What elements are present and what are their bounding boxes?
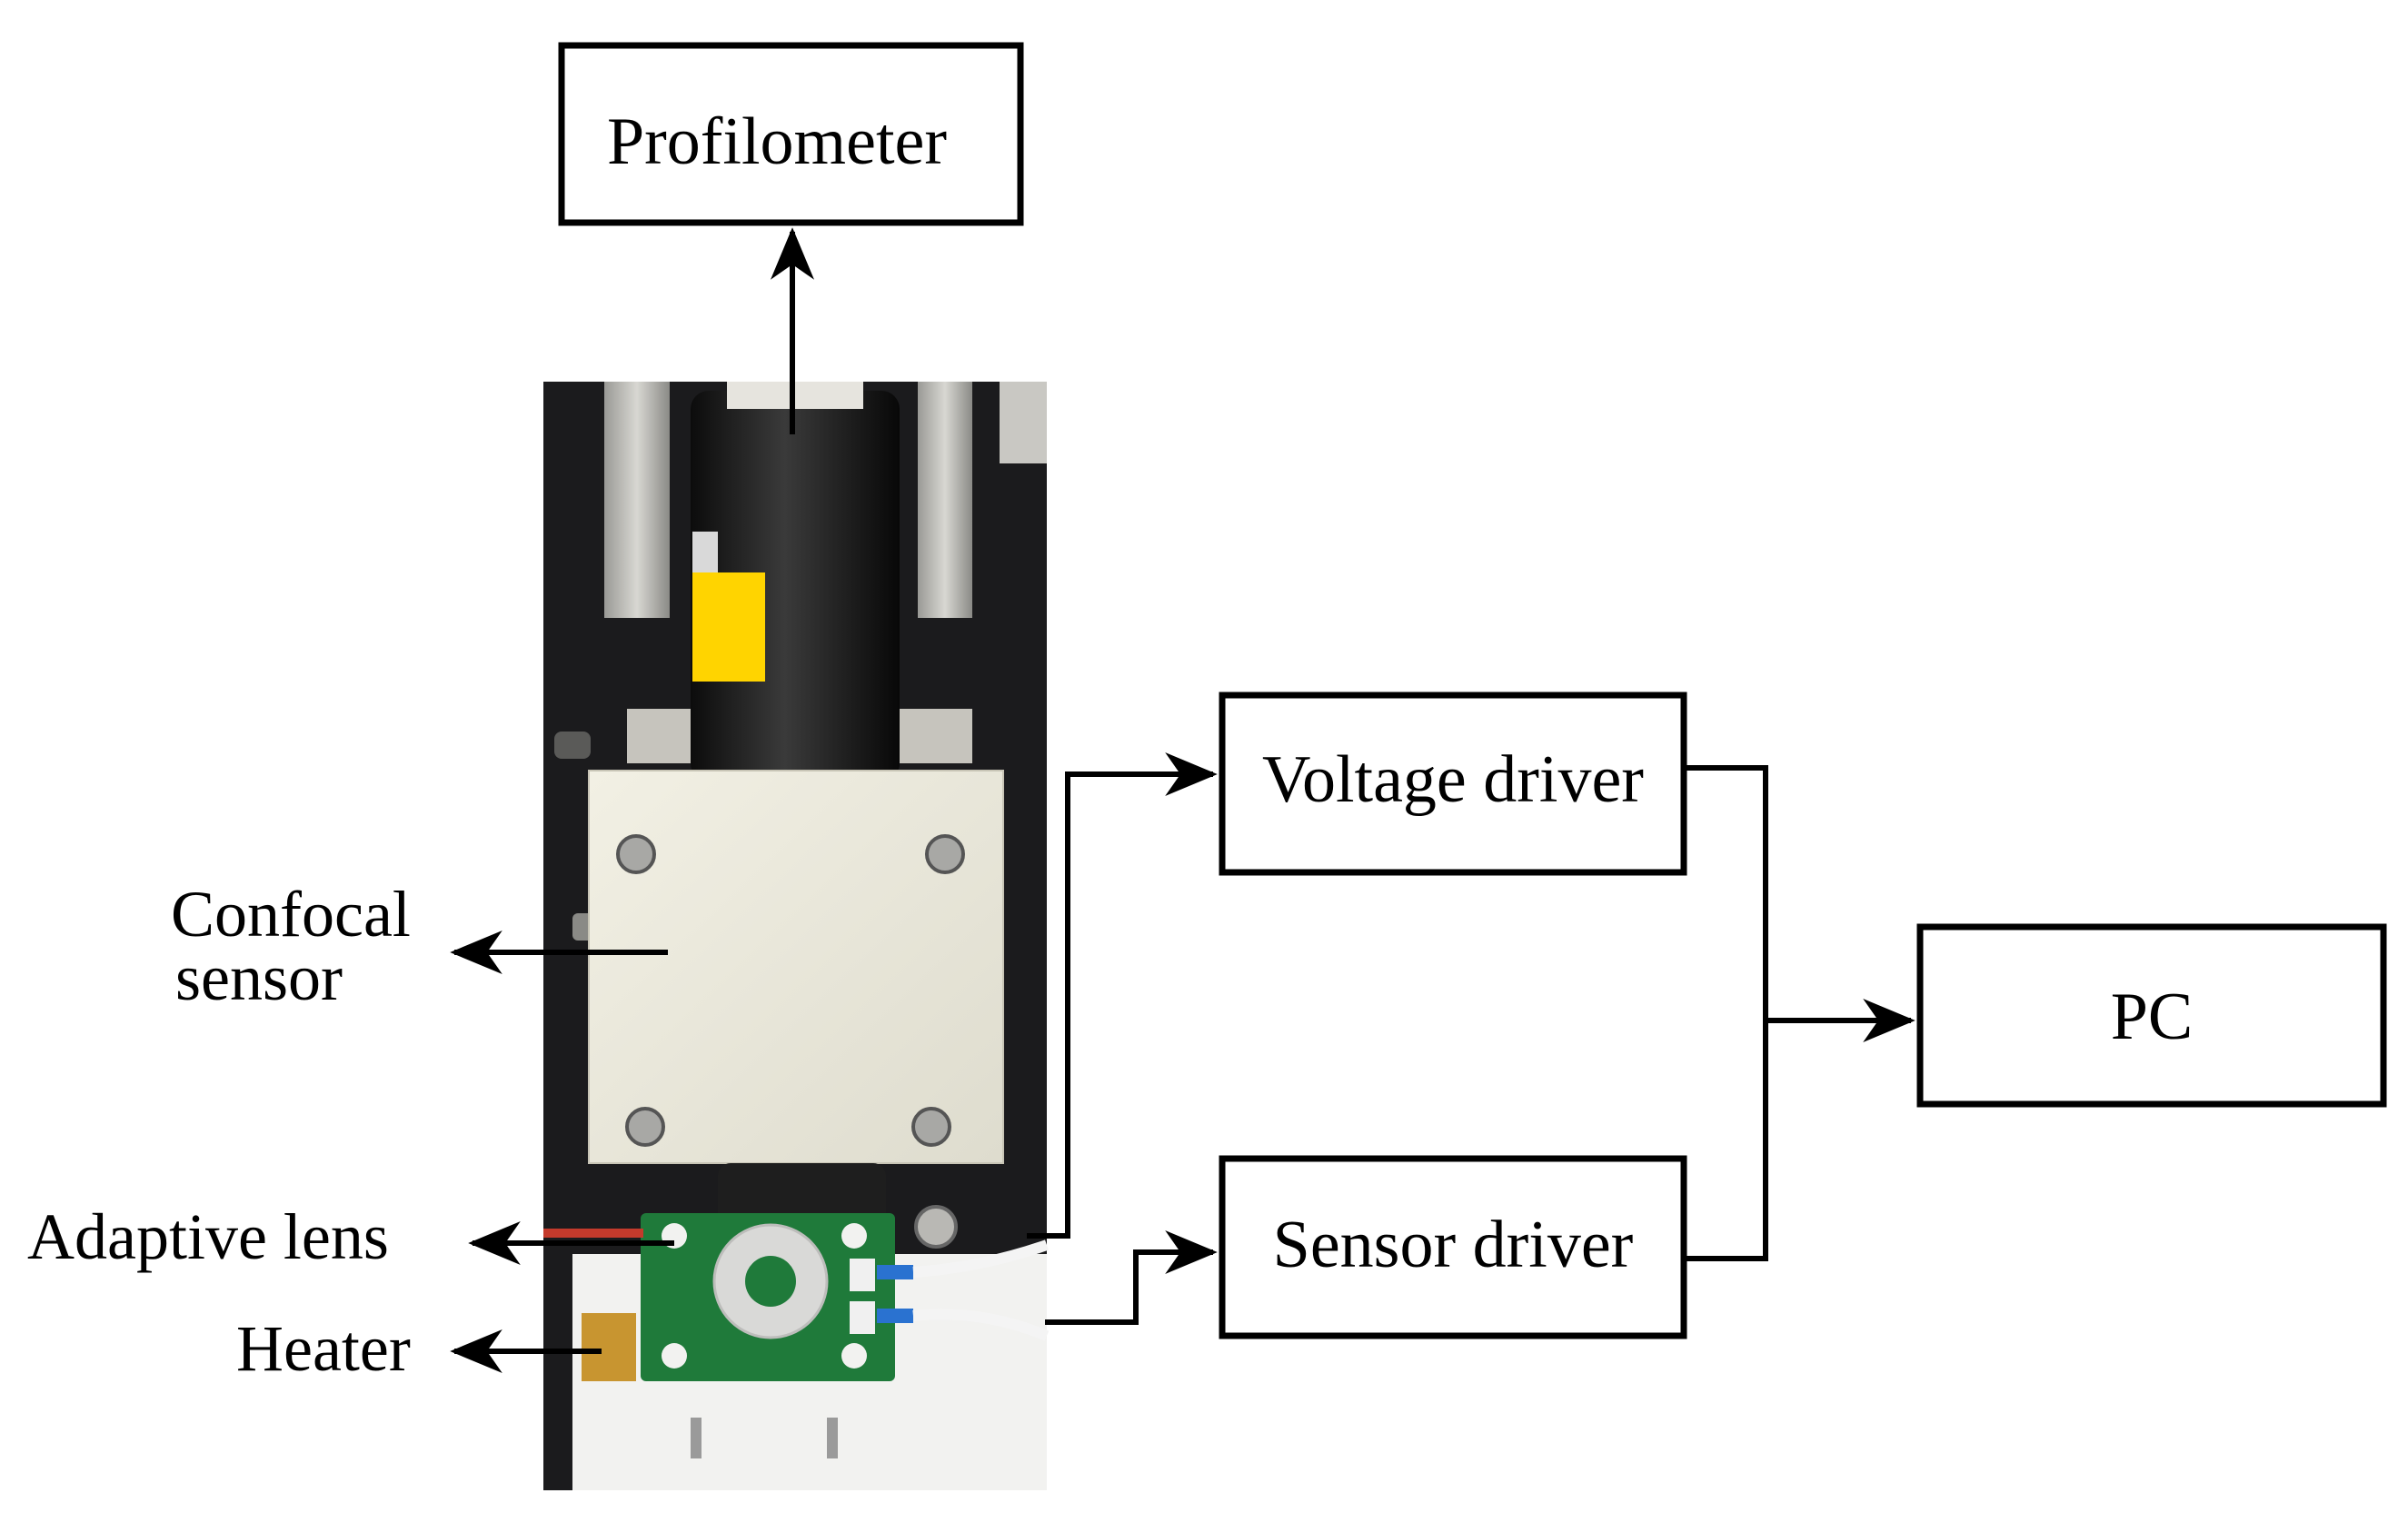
pcb-mount-hole xyxy=(662,1343,687,1369)
profilometer-label: Profilometer xyxy=(607,105,947,179)
pcb-mount-hole xyxy=(841,1343,867,1369)
red-wire xyxy=(543,1229,643,1238)
photo-labels: Confocal sensor Adaptive lens Heater xyxy=(27,878,411,1385)
heater-plate xyxy=(582,1313,636,1381)
voltage-driver-label: Voltage driver xyxy=(1262,742,1644,817)
left-rail xyxy=(604,382,670,618)
cable-blue xyxy=(877,1265,913,1279)
screw-post xyxy=(691,1418,702,1458)
right-rail xyxy=(918,382,972,618)
pcb-mount-hole xyxy=(841,1223,867,1249)
voltage-driver-box: Voltage driver xyxy=(1219,692,1687,876)
side-knob xyxy=(554,732,591,759)
confocal-label-line2: sensor xyxy=(175,941,343,1014)
setup-photo xyxy=(543,382,1050,1490)
cable-white xyxy=(912,1239,1049,1278)
screw-icon xyxy=(625,1107,665,1147)
connector xyxy=(850,1259,875,1291)
sensor-driver-label: Sensor driver xyxy=(1273,1208,1634,1282)
pc-box: PC xyxy=(1916,923,2387,1108)
arrow-to-voltage-driver xyxy=(1027,752,1218,1239)
objective-sticker xyxy=(692,572,765,682)
cable-white xyxy=(912,1309,1050,1341)
screw-icon xyxy=(911,1107,951,1147)
sensor-housing xyxy=(588,770,1004,1164)
sensor-driver-box: Sensor driver xyxy=(1219,1155,1687,1339)
screw-icon xyxy=(925,834,965,874)
arrow-to-sensor-driver xyxy=(1045,1230,1218,1325)
connector xyxy=(850,1301,875,1334)
adaptive-lens-label: Adaptive lens xyxy=(27,1200,389,1273)
pc-label: PC xyxy=(2111,980,2194,1054)
objective-lens xyxy=(691,391,900,781)
profilometer-box: Profilometer xyxy=(558,42,1024,226)
screw-post xyxy=(827,1418,838,1458)
nut xyxy=(914,1205,958,1249)
confocal-label-line1: Confocal xyxy=(171,878,411,951)
voltage-to-junction xyxy=(1684,765,1768,1261)
heater-label: Heater xyxy=(236,1312,411,1385)
adaptive-lens-aperture xyxy=(745,1256,796,1307)
connector-lines xyxy=(450,227,1915,1373)
objective-label-strip xyxy=(692,532,718,572)
right-edge-rail xyxy=(1000,382,1047,463)
cable-blue xyxy=(877,1309,913,1323)
screw-icon xyxy=(616,834,656,874)
